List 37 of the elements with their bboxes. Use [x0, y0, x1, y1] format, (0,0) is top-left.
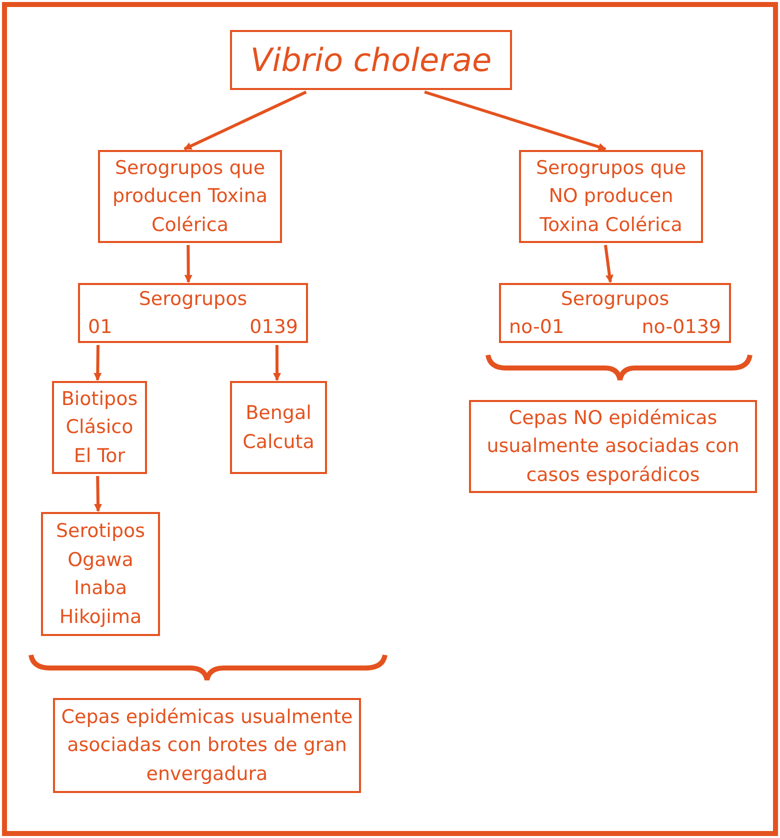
group-item: no-0139 [642, 315, 721, 340]
arrow [273, 345, 282, 381]
node-text: Serotipos [56, 519, 146, 544]
process-box [230, 381, 327, 474]
arrow [424, 90, 606, 151]
process-box [98, 150, 282, 243]
arrow [604, 244, 614, 283]
root-box [230, 30, 512, 90]
node-text: Biotipos [61, 386, 138, 412]
group-item: 0139 [250, 315, 298, 340]
arrow [184, 244, 192, 283]
node-text: Cepas NO epidémicas usualmente asociadas con casos esporádicos [486, 406, 740, 488]
arrow [184, 90, 307, 150]
node-text: Calcuta [242, 430, 314, 454]
group-item: no-01 [509, 315, 564, 340]
process-box [469, 400, 757, 493]
process-box [53, 698, 361, 793]
node-text: Cepas epidémicas usualmente asociadas con brotes de gran envergadura [61, 704, 353, 787]
node-text: Hikojima [59, 604, 142, 630]
node-text: Vibrio cholerae [250, 40, 492, 81]
process-box [499, 283, 731, 343]
process-box [78, 283, 308, 343]
node-text: Inaba [74, 576, 127, 601]
process-box [52, 381, 147, 474]
node-text: Ogawa [68, 548, 134, 572]
node-text: El Tor [74, 444, 126, 469]
arrow [94, 344, 102, 381]
node-text: Serogrupos que producen Toxina Colérica [111, 156, 269, 238]
arrow [94, 476, 102, 512]
group-item: 01 [88, 315, 112, 340]
node-text: Bengal [246, 401, 312, 426]
node-text: Clásico [66, 415, 134, 440]
group-heading: Serogrupos [560, 286, 670, 312]
process-box [41, 512, 160, 636]
group-heading: Serogrupos [138, 286, 248, 312]
node-text: Serogrupos que NO producen Toxina Colérica [534, 156, 688, 238]
process-box [519, 150, 703, 243]
